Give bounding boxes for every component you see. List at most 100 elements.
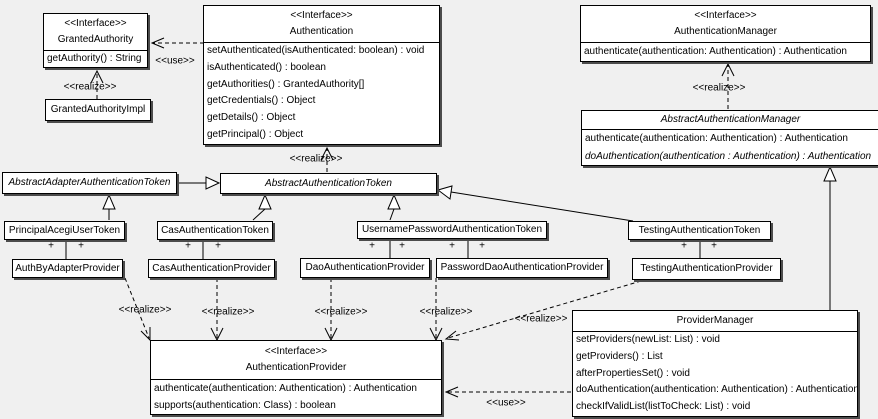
class-title-compartment: <<Interface>> GrantedAuthority	[44, 14, 147, 50]
class-name: AuthenticationProvider	[245, 362, 347, 373]
edge-realize-testingprovider-to-authenticationprovider[interactable]	[444, 280, 642, 341]
edge-label-realize-casauthenticationprovider: <<realize>>	[201, 306, 255, 318]
edge-gen-providermanager-to-abstractauthenticationmanager[interactable]	[823, 165, 837, 310]
class-title-compartment: <<Interface>>AuthenticationProvider	[151, 341, 441, 379]
class-title-compartment: GrantedAuthorityImpl	[46, 100, 150, 120]
stereotype-label: <<Interface>>	[64, 18, 127, 29]
method-row: isAuthenticated() : boolean	[207, 61, 326, 73]
class-title-compartment: PrincipalAcegiUserToken	[5, 222, 124, 239]
class-name: AuthenticationManager	[674, 26, 777, 37]
class-cas-authentication-token[interactable]: CasAuthenticationToken	[157, 221, 273, 240]
class-auth-by-adapter-provider[interactable]: AuthByAdapterProvider	[12, 259, 123, 278]
edge-label-use-providermanager-authenticationprovider: <<use>>	[486, 397, 526, 409]
method-row: authenticate(authentication: Authenticat…	[585, 133, 848, 144]
edge-label-use-authentication-grantedauthority: <<use>>	[155, 55, 195, 67]
method-row: getAuthorities() : GrantedAuthority[]	[207, 78, 365, 90]
class-cas-authentication-provider[interactable]: CasAuthenticationProvider	[148, 259, 275, 278]
class-name: AbstractAuthenticationToken	[265, 177, 392, 189]
class-name: CasAuthenticationProvider	[152, 262, 271, 274]
class-title-compartment: AbstractAuthenticationManager	[582, 111, 878, 129]
class-abstract-authentication-manager[interactable]: AbstractAuthenticationManager authenticat…	[581, 110, 878, 166]
method-row: supports(authentication: Class) : boolea…	[154, 400, 336, 411]
edge-gen-testingauthenticationtoken-to-abstractauthenticationtoken[interactable]	[436, 185, 634, 222]
class-title-compartment: AbstractAuthenticationToken	[221, 174, 436, 193]
class-granted-authority-impl[interactable]: GrantedAuthorityImpl	[45, 99, 151, 121]
edge-realize-abstractauthenticationtoken-to-authentication[interactable]	[320, 146, 334, 172]
method-row: doAuthentication(authentication : Authen…	[585, 150, 872, 162]
class-name: DaoAuthenticationProvider	[305, 262, 425, 273]
method-row: getPrincipal() : Object	[207, 129, 304, 141]
class-name: TestingAuthenticationProvider	[640, 263, 773, 274]
edge-label-realize-authbyadapterprovider: <<realize>>	[118, 304, 172, 316]
stereotype-label: <<Interface>>	[290, 10, 353, 21]
edge-gen-abstractadapterauthenticationtoken-to-abstractauthenticationtoken[interactable]	[178, 176, 221, 190]
class-name: PrincipalAcegiUserToken	[8, 224, 121, 236]
class-title-compartment: UsernamePasswordAuthenticationToken	[358, 222, 546, 238]
multiplicity-label: +	[711, 240, 717, 252]
method-row: setProviders(newList: List) : void	[576, 334, 720, 345]
method-row: getAuthority() : String	[47, 53, 142, 64]
edge-use-authentication-to-grantedauthority[interactable]	[150, 37, 204, 49]
class-name: AbstractAdapterAuthenticationToken	[8, 177, 171, 188]
edge-gen-casauthenticationtoken-to-abstractauthenticationtoken[interactable]	[252, 193, 272, 221]
class-principal-acegi-user-token[interactable]: PrincipalAcegiUserToken	[4, 221, 125, 240]
class-name: ProviderManager	[676, 315, 754, 326]
multiplicity-label: +	[369, 240, 375, 252]
class-title-compartment: CasAuthenticationToken	[158, 222, 272, 239]
class-password-dao-authentication-provider[interactable]: PasswordDaoAuthenticationProvider	[436, 258, 608, 278]
edge-label-realize-daoauthenticationprovider: <<realize>>	[314, 306, 368, 318]
methods-compartment: authenticate(authentication: Authenticat…	[581, 42, 870, 61]
class-authentication-manager[interactable]: <<Interface>>AuthenticationManager authen…	[580, 5, 871, 62]
class-title-compartment: AbstractAdapterAuthenticationToken	[3, 173, 176, 193]
class-name: CasAuthenticationToken	[161, 224, 269, 236]
multiplicity-label: +	[399, 240, 405, 252]
edge-label-realize-abstractauthenticationmanager: <<realize>>	[692, 82, 746, 94]
class-title-compartment: <<Interface>> Authentication	[204, 6, 439, 42]
class-testing-authentication-provider[interactable]: TestingAuthenticationProvider	[632, 258, 781, 280]
edge-gen-principalacegiusertoken-to-abstractadapterauthenticationtoken[interactable]	[102, 193, 116, 220]
edge-use-providermanager-to-authenticationprovider[interactable]	[444, 386, 571, 398]
method-row: checkIfValidList(listToCheck: List) : vo…	[576, 401, 751, 413]
class-title-compartment: DaoAuthenticationProvider	[301, 259, 429, 277]
multiplicity-label: +	[185, 240, 191, 252]
method-row: doAuthentication(authentication: Authent…	[576, 384, 857, 396]
class-username-password-authentication-token[interactable]: UsernamePasswordAuthenticationToken	[357, 221, 547, 239]
multiplicity-label: +	[681, 240, 687, 252]
class-granted-authority[interactable]: <<Interface>> GrantedAuthority getAuthorit…	[43, 13, 148, 68]
method-row: getCredentials() : Object	[207, 95, 316, 107]
class-name: AbstractAuthenticationManager	[660, 114, 801, 125]
methods-compartment: getAuthority() : String	[44, 50, 147, 67]
edge-gen-usernamepasswordauthenticationtoken-to-abstractauthenticationtoken[interactable]	[387, 193, 401, 221]
class-testing-authentication-token[interactable]: TestingAuthenticationToken	[628, 221, 771, 240]
edge-label-realize-passworddaoauthenticationprovider: <<realize>>	[419, 306, 473, 318]
class-title-compartment: PasswordDaoAuthenticationProvider	[437, 259, 607, 277]
class-abstract-adapter-authentication-token[interactable]: AbstractAdapterAuthenticationToken	[2, 172, 177, 194]
edge-realize-grantedauthorityimpl-to-grantedauthority[interactable]	[90, 69, 104, 99]
multiplicity-label: +	[479, 240, 485, 252]
class-title-compartment: <<Interface>>AuthenticationManager	[581, 6, 870, 42]
edge-realize-abstractauthenticationmanager-to-authenticationmanager[interactable]	[721, 62, 735, 109]
methods-compartment: setAuthenticated(isAuthenticated: boolea…	[204, 42, 439, 144]
method-row: authenticate(authentication: Authenticat…	[584, 46, 847, 57]
class-provider-manager[interactable]: ProviderManager setProviders(newList: Lis…	[572, 310, 858, 417]
multiplicity-label: +	[215, 240, 221, 252]
class-abstract-authentication-token[interactable]: AbstractAuthenticationToken	[220, 173, 437, 194]
method-row: afterPropertiesSet() : void	[576, 367, 690, 379]
multiplicity-label: +	[48, 240, 54, 252]
method-row: getDetails() : Object	[207, 112, 296, 124]
class-name: TestingAuthenticationToken	[638, 224, 761, 236]
edge-label-realize-abstractauthenticationtoken: <<realize>>	[289, 153, 343, 165]
class-authentication-provider[interactable]: <<Interface>>AuthenticationProvider authe…	[150, 340, 442, 415]
class-name: Authentication	[289, 26, 354, 37]
class-authentication[interactable]: <<Interface>> Authentication setAuthentica…	[203, 5, 440, 145]
class-name: GrantedAuthority	[57, 34, 134, 45]
methods-compartment: authenticate(authentication: Authenticat…	[151, 379, 441, 414]
method-row: setAuthenticated(isAuthenticated: boolea…	[207, 45, 425, 56]
methods-compartment: authenticate(authentication: Authenticat…	[582, 129, 878, 165]
method-row: authenticate(authentication: Authenticat…	[154, 383, 417, 394]
class-dao-authentication-provider[interactable]: DaoAuthenticationProvider	[300, 258, 430, 278]
class-name: AuthByAdapterProvider	[15, 262, 120, 274]
